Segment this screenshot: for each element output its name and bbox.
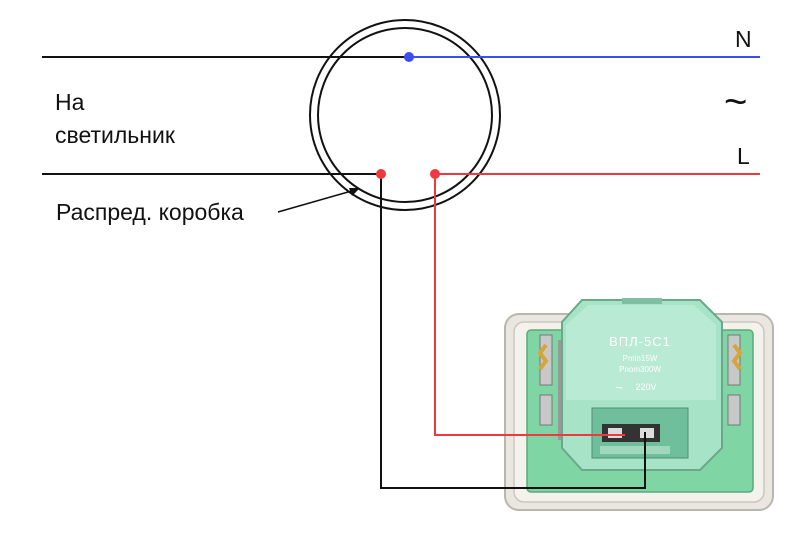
neutral-label: N [735, 26, 752, 52]
to-lamp-label: На светильник [55, 86, 175, 152]
device-voltage-symbol: ~ [615, 380, 623, 395]
junction-box-label: Распред. коробка [56, 199, 244, 225]
junction-box-pointer [277, 189, 356, 213]
device-model: ВПЛ-5С1 [609, 334, 671, 349]
phase-label: L [737, 143, 750, 169]
dimmer-device: ВПЛ-5С1 Pmin15W Pnom300W ~ 220V [504, 298, 774, 511]
neutral-junction-dot [404, 52, 414, 62]
device-pmin: Pmin15W [623, 354, 658, 363]
device-pnom: Pnom300W [619, 365, 661, 374]
phase-junction-dot-right [430, 169, 440, 179]
switched-wire [380, 174, 646, 489]
to-lamp-label-line1: На [55, 89, 85, 115]
phase-wire-device [434, 174, 625, 436]
device-voltage: 220V [635, 382, 656, 392]
to-lamp-label-line2: светильник [55, 122, 175, 148]
ac-symbol-label: ~ [724, 80, 748, 124]
phase-junction-dot-left [376, 169, 386, 179]
junction-box [309, 19, 501, 211]
